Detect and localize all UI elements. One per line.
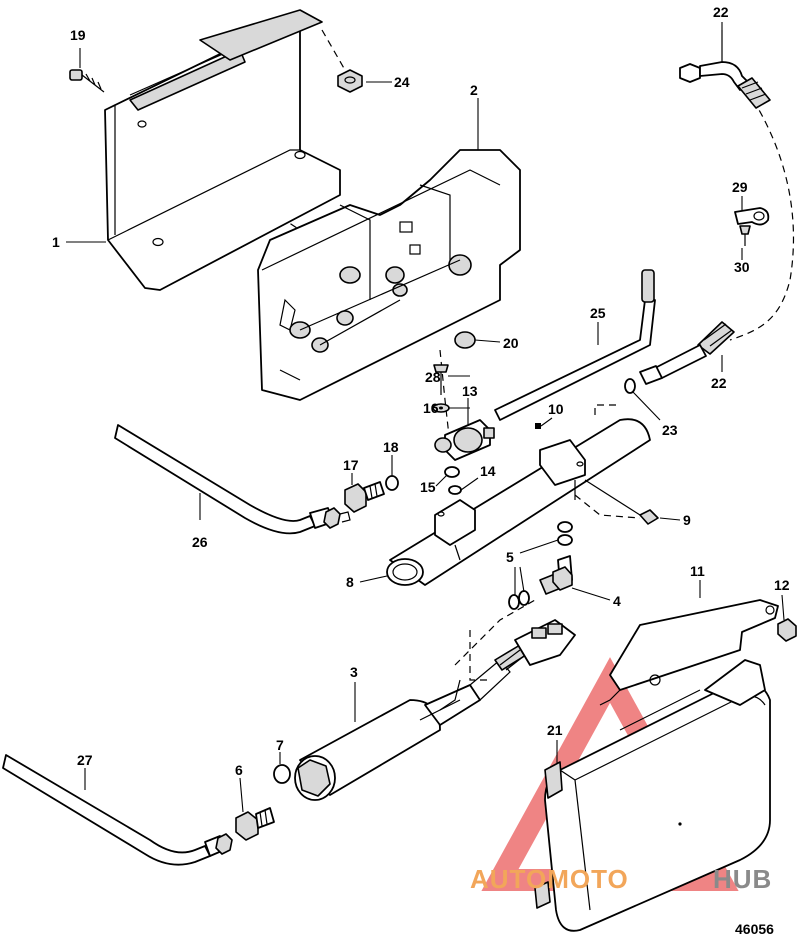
callout-16: 16 xyxy=(423,400,439,416)
part-6-fitting xyxy=(235,807,275,841)
part-30-screw xyxy=(739,225,751,246)
callout-19: 19 xyxy=(70,27,86,43)
part-11-bracket xyxy=(599,599,779,706)
part-1-mounting-bracket xyxy=(104,9,341,291)
callout-11: 11 xyxy=(690,563,705,579)
callout-6: 6 xyxy=(235,762,243,778)
callout-12: 12 xyxy=(774,577,790,593)
callout-21: 21 xyxy=(547,722,563,738)
callout-24: 24 xyxy=(394,74,410,90)
part-14-o-ring xyxy=(448,485,462,495)
callout-18: 18 xyxy=(383,439,399,455)
callout-27: 27 xyxy=(77,752,93,768)
callout-9: 9 xyxy=(683,512,691,528)
part-15-o-ring xyxy=(444,466,460,478)
callout-23: 23 xyxy=(662,422,678,438)
callout-20: 20 xyxy=(503,335,519,351)
part-20-plug xyxy=(454,331,476,349)
part-23-o-ring xyxy=(624,378,636,394)
callout-22-top: 22 xyxy=(713,4,729,20)
callout-15: 15 xyxy=(420,479,436,495)
part-5-o-ring-lower-b xyxy=(518,590,530,606)
part-26-fuel-line xyxy=(114,424,351,535)
part-18-o-ring xyxy=(385,475,399,491)
part-19-screw xyxy=(69,69,105,93)
callout-22-bottom: 22 xyxy=(711,375,727,391)
callout-28: 28 xyxy=(425,369,441,385)
part-22-hose-upper xyxy=(679,30,771,109)
part-10-plug xyxy=(535,423,541,429)
callout-8: 8 xyxy=(346,574,354,590)
part-22-hose-lower xyxy=(639,321,735,385)
callout-5: 5 xyxy=(506,549,514,565)
part-8-fuel-rail xyxy=(386,418,651,586)
leader-lines xyxy=(66,22,785,813)
callouts: 19 24 2 1 22 29 30 20 25 22 28 13 23 16 … xyxy=(52,4,790,937)
part-24-nut xyxy=(337,69,363,93)
watermark-brand-primary: AUTOMOTO xyxy=(470,864,629,894)
part-7-gasket xyxy=(273,764,291,784)
part-28-screw xyxy=(433,364,449,395)
figure-reference-number: 46056 xyxy=(735,921,774,937)
part-29-clamp xyxy=(734,207,770,226)
callout-17: 17 xyxy=(343,457,359,473)
callout-25: 25 xyxy=(590,305,606,321)
part-5-o-ring-upper-b xyxy=(557,534,573,546)
callout-4: 4 xyxy=(613,593,621,609)
part-4-elbow xyxy=(539,555,573,595)
part-3-fuel-pump xyxy=(294,619,576,801)
callout-14: 14 xyxy=(480,463,496,479)
part-12-nut xyxy=(777,618,797,642)
part-2-housing xyxy=(257,149,521,401)
callout-13: 13 xyxy=(462,383,478,399)
callout-2: 2 xyxy=(470,82,478,98)
callout-30: 30 xyxy=(734,259,750,275)
part-13-regulator xyxy=(434,419,495,461)
part-17-fitting xyxy=(344,481,385,513)
callout-1: 1 xyxy=(52,234,60,250)
callout-26: 26 xyxy=(192,534,208,550)
part-5-o-ring-lower-a xyxy=(508,594,520,610)
watermark-brand-secondary: HUB xyxy=(713,864,772,894)
callout-29: 29 xyxy=(732,179,748,195)
part-9-screw xyxy=(584,479,659,525)
watermark-logo: AUTOMOTO HUB xyxy=(470,864,772,894)
callout-3: 3 xyxy=(350,664,358,680)
part-5-o-ring-upper-a xyxy=(557,521,573,533)
part-21-cooler xyxy=(534,659,771,932)
callout-7: 7 xyxy=(276,737,284,753)
callout-10: 10 xyxy=(548,401,564,417)
part-27-fuel-line xyxy=(2,754,233,866)
part-25-tube xyxy=(494,269,656,421)
